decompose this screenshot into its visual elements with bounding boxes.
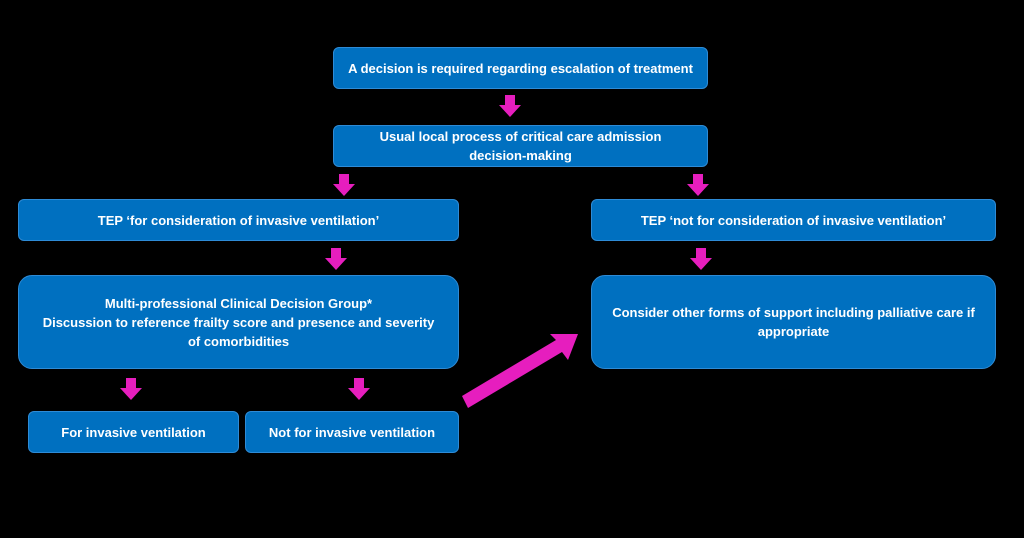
- arrow-process-to-tep-not-consider: [687, 174, 709, 196]
- tep-consider-box: TEP ‘for consideration of invasive venti…: [18, 199, 459, 241]
- arrow-mdt-to-not-for-iv: [348, 378, 370, 400]
- mdt-description: Discussion to reference frailty score an…: [42, 314, 435, 349]
- for-iv-box: For invasive ventilation: [28, 411, 239, 453]
- arrow-not-for-iv-to-support: [460, 328, 580, 408]
- not-for-iv-text: Not for invasive ventilation: [268, 424, 436, 440]
- tep-consider-text: TEP ‘for consideration of invasive venti…: [97, 212, 380, 228]
- usual-process-text: Usual local process of critical care adm…: [379, 129, 662, 163]
- not-for-iv-box: Not for invasive ventilation: [245, 411, 459, 453]
- mdt-title: Multi-professional Clinical Decision Gro…: [104, 295, 373, 311]
- arrow-process-to-tep-consider: [333, 174, 355, 196]
- decision-box: A decision is required regarding escalat…: [333, 47, 708, 89]
- other-support-box: Consider other forms of support includin…: [591, 275, 996, 369]
- tep-not-consider-text: TEP ‘not for consideration of invasive v…: [640, 212, 947, 228]
- other-support-text: Consider other forms of support includin…: [612, 305, 975, 339]
- arrow-tep-not-consider-to-support: [690, 248, 712, 270]
- tep-not-consider-box: TEP ‘not for consideration of invasive v…: [591, 199, 996, 241]
- arrow-mdt-to-for-iv: [120, 378, 142, 400]
- usual-process-box: Usual local process of critical care adm…: [333, 125, 708, 167]
- arrow-tep-consider-to-mdt: [325, 248, 347, 270]
- decision-text: A decision is required regarding escalat…: [348, 60, 693, 76]
- mdt-box: Multi-professional Clinical Decision Gro…: [18, 275, 459, 369]
- arrow-decision-to-process: [499, 95, 521, 117]
- for-iv-text: For invasive ventilation: [61, 424, 206, 440]
